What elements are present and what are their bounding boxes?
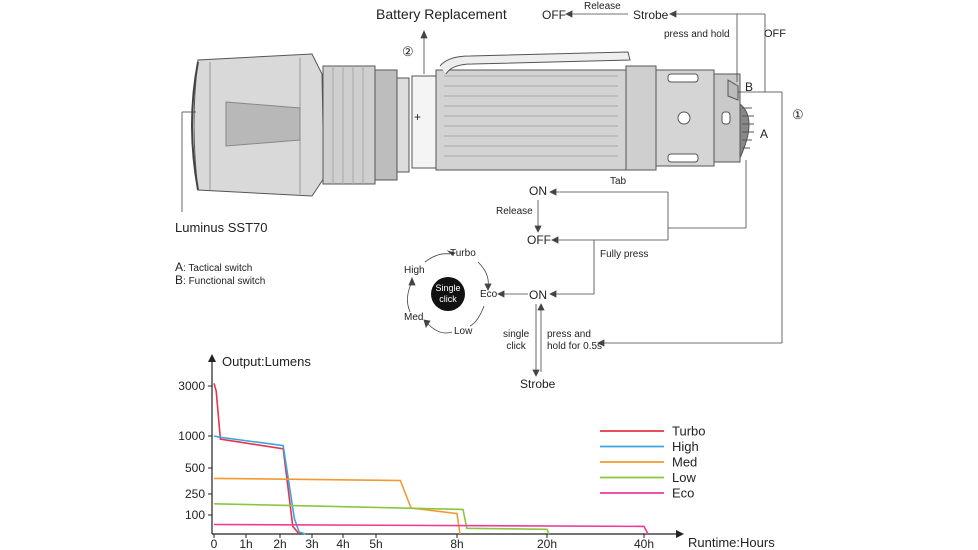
release-top-label: Release bbox=[584, 1, 621, 12]
legend-label-low: Low bbox=[672, 470, 696, 485]
series-line-turbo bbox=[213, 383, 300, 535]
single-click-side-label: single click bbox=[503, 329, 529, 353]
functional-switch-b bbox=[727, 79, 739, 101]
battery-replacement-label: Battery Replacement bbox=[376, 6, 507, 22]
series-line-high bbox=[213, 435, 306, 535]
press-hold-05-line-2: hold for 0.5s bbox=[547, 341, 603, 352]
release-mid-label: Release bbox=[496, 206, 533, 217]
x-tick-label: 20h bbox=[537, 537, 557, 550]
x-axis-label: Runtime:Hours bbox=[688, 535, 775, 550]
press-hold-05-line-1: press and bbox=[547, 329, 591, 340]
legend-label-turbo: Turbo bbox=[672, 424, 705, 439]
off-top-label: OFF bbox=[542, 8, 566, 22]
x-tick-label: 40h bbox=[634, 537, 654, 550]
y-tick-label: 1000 bbox=[178, 429, 205, 443]
emitter-label: Luminus SST70 bbox=[175, 220, 268, 235]
step-1-marker: ① bbox=[792, 107, 804, 122]
x-axis-arrow bbox=[676, 530, 684, 538]
single-click-side-line-1: single bbox=[503, 329, 530, 340]
off-right-label: OFF bbox=[764, 28, 786, 40]
series-line-eco bbox=[213, 523, 649, 535]
fully-press-label: Fully press bbox=[600, 249, 649, 260]
legend-b-text: : Functional switch bbox=[183, 276, 266, 287]
x-tick-label: 0 bbox=[211, 537, 218, 550]
legend-a-key: A bbox=[175, 260, 184, 274]
tab-label: Tab bbox=[610, 176, 627, 187]
strobe-bottom-label: Strobe bbox=[520, 377, 556, 391]
label-a: A bbox=[760, 127, 769, 141]
tactical-switch-a bbox=[739, 102, 750, 159]
legend-b-key: B bbox=[175, 273, 184, 287]
x-tick-label: 4h bbox=[336, 537, 349, 550]
single-click-center-line-1: Single bbox=[435, 283, 461, 293]
series-line-low bbox=[213, 503, 550, 535]
y-tick-label: 100 bbox=[185, 508, 205, 522]
y-tick-label: 3000 bbox=[178, 379, 205, 393]
cycle-mode-eco: Eco bbox=[480, 289, 498, 300]
legend-label-eco: Eco bbox=[672, 486, 694, 501]
step-2-marker: ② bbox=[402, 44, 414, 59]
state-on-2: ON bbox=[529, 288, 547, 302]
strobe-top-label: Strobe bbox=[633, 8, 669, 22]
cycle-mode-low: Low bbox=[454, 326, 473, 337]
battery-plus: + bbox=[414, 110, 422, 124]
legend-label-high: High bbox=[672, 439, 699, 454]
single-click-side-line-2: click bbox=[506, 341, 526, 352]
y-tick-label: 500 bbox=[185, 461, 205, 475]
x-tick-label: 8h bbox=[450, 537, 463, 550]
legend-a: A: Tactical switch bbox=[175, 260, 252, 274]
single-click-badge bbox=[431, 277, 465, 311]
flashlight-tube bbox=[435, 69, 627, 171]
cycle-mode-med: Med bbox=[404, 312, 424, 323]
y-axis-arrow bbox=[208, 354, 216, 362]
x-tick-label: 2h bbox=[273, 537, 286, 550]
label-b: B bbox=[745, 80, 754, 94]
cycle-mode-turbo: Turbo bbox=[450, 248, 476, 259]
legend-b: B: Functional switch bbox=[175, 273, 265, 287]
legend-label-med: Med bbox=[672, 455, 697, 470]
cycle-mode-high: High bbox=[404, 265, 425, 276]
x-tick-label: 3h bbox=[305, 537, 318, 550]
press-and-hold-label: press and hold bbox=[664, 29, 730, 40]
state-off-mid: OFF bbox=[527, 233, 551, 247]
single-click-center-label: Single click bbox=[434, 283, 462, 305]
state-on-1: ON bbox=[529, 184, 547, 198]
single-click-center-line-2: click bbox=[439, 294, 457, 304]
x-tick-label: 1h bbox=[239, 537, 252, 550]
legend-a-text: : Tactical switch bbox=[183, 263, 253, 274]
y-tick-label: 250 bbox=[185, 487, 205, 501]
pocket-clip bbox=[439, 51, 631, 75]
x-tick-label: 5h bbox=[369, 537, 382, 550]
y-axis-label: Output:Lumens bbox=[222, 354, 311, 369]
press-hold-05-label: press and hold for 0.5s bbox=[547, 329, 602, 353]
